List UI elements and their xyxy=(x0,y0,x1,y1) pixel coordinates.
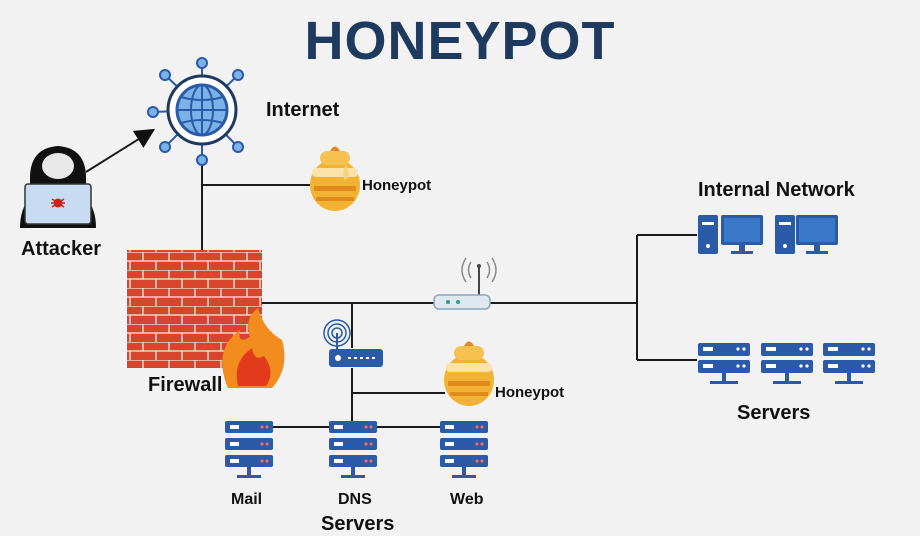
dns-label: DNS xyxy=(338,491,372,508)
attacker-label: Attacker xyxy=(21,238,102,260)
server-icon-internal-2 xyxy=(761,343,813,384)
web-label: Web xyxy=(450,491,484,508)
mail-label: Mail xyxy=(231,491,263,508)
firewall-label: Firewall xyxy=(148,374,223,396)
computer-icon-2 xyxy=(775,215,838,254)
honeypot-icon-bottom xyxy=(444,341,494,406)
internal-network-label: Internal Network xyxy=(698,179,855,201)
router-icon-lower xyxy=(323,319,383,367)
honeypot-label-bottom: Honeypot xyxy=(495,384,565,401)
router-icon-center xyxy=(433,257,497,310)
web-server-icon xyxy=(440,421,488,478)
globe-icon xyxy=(147,57,244,166)
mail-server-icon xyxy=(225,421,273,478)
dmz-servers-label: Servers xyxy=(321,513,395,535)
server-icon-internal-1 xyxy=(698,343,750,384)
server-icon-internal-3 xyxy=(823,343,875,384)
dns-server-icon xyxy=(329,421,377,478)
honeypot-label-top: Honeypot xyxy=(362,177,432,194)
internet-label: Internet xyxy=(266,99,340,121)
attacker-icon xyxy=(20,146,96,228)
internal-servers-label: Servers xyxy=(737,402,811,424)
computer-icon-1 xyxy=(698,215,763,254)
firewall-icon xyxy=(127,250,285,388)
diagram-title: HONEYPOT xyxy=(304,11,616,71)
honeypot-icon-top xyxy=(310,146,360,211)
